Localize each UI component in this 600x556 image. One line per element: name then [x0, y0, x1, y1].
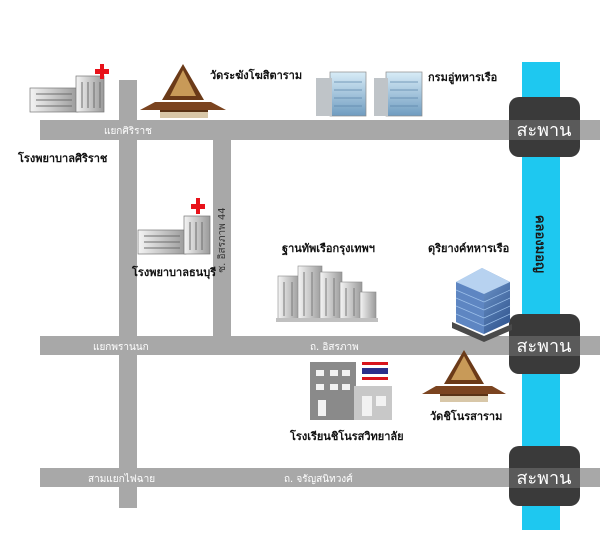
temple-icon-wat-chinorot: [422, 350, 506, 402]
svg-text:สะพาน: สะพาน: [517, 468, 572, 489]
svg-text:สะพาน: สะพาน: [517, 120, 572, 141]
temple-icon-wat-rakhang: [140, 64, 226, 118]
place-label-naval-department: กรมอู่ทหารเรือ: [428, 71, 497, 85]
place-label-bangkok-naval-base: ฐานทัพเรือกรุงเทพฯ: [282, 242, 375, 256]
place-label-naval-auditor: ดุริยางค์ทหารเรือ: [428, 242, 509, 256]
place-label-school: โรงเรียนชิโนรสวิทยาลัย: [289, 429, 404, 443]
building-icon-bangkok-naval-base: [276, 265, 378, 322]
road-bottom: [40, 468, 600, 487]
road-label-bottom-left: สามแยกไฟฉาย: [88, 473, 155, 485]
road-soi-44: [213, 138, 231, 338]
bridge-middle: สะพาน: [509, 314, 580, 374]
svg-text:สะพาน: สะพาน: [517, 336, 572, 357]
road-label-middle: ถ. อิสรภาพ: [310, 342, 359, 353]
place-label-thonburi-hospital: โรงพยาบาลธนบุรี: [131, 265, 216, 280]
bridge-bottom: สะพาน: [509, 446, 580, 506]
place-label-wat-rakhang: วัดระฆังโฆสิตาราม: [210, 68, 302, 82]
road-vertical-left: [119, 80, 137, 508]
road-middle: [40, 336, 600, 355]
building-icon-naval-department: [316, 71, 423, 117]
hospital-icon-siriraj: [29, 64, 109, 113]
road-label-bottom: ถ. จรัญสนิทวงศ์: [284, 473, 353, 485]
thai-flag-icon: [362, 362, 388, 380]
place-label-wat-chinorot: วัดชิโนรสาราม: [430, 409, 502, 423]
road-label-middle-left: แยกพรานนก: [93, 342, 149, 353]
building-icon-naval-auditor: [452, 268, 512, 342]
place-label-siriraj-hospital: โรงพยาบาลศิริราช: [17, 151, 108, 165]
canal-label: คลองมอญ: [532, 215, 547, 273]
bridge-top: สะพาน: [509, 97, 580, 157]
school-icon: [310, 362, 392, 420]
road-label-soi-44: ซ. อิสรภาพ 44: [217, 207, 228, 272]
road-top: [40, 120, 600, 140]
road-label-top: แยกศิริราช: [104, 126, 152, 137]
hospital-icon-thonburi: [137, 198, 211, 255]
